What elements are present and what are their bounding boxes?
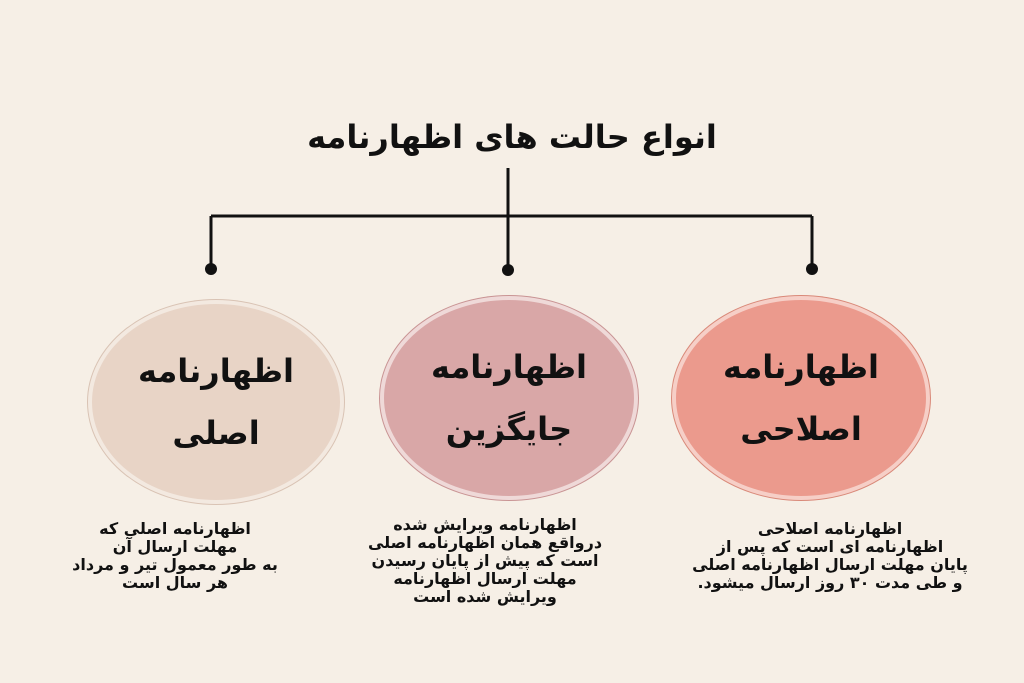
description-line: ویرایش شده است (413, 587, 557, 606)
connector-dot-right (806, 263, 818, 275)
node-circle-eslahi: اظهارنامه اصلاحی (672, 296, 930, 500)
node-circle-asli: اظهارنامه اصلی (88, 300, 344, 504)
description-line: هر سال است (122, 573, 228, 592)
node-description-eslahi: اظهارنامه اصلاحی اظهارنامه ای است که پس … (660, 520, 1000, 592)
description-line: اظهارنامه اصلاحی (757, 519, 903, 538)
node-label-asli-line1: اظهارنامه (138, 352, 294, 390)
description-line: به طور معمول تیر و مرداد (72, 555, 278, 574)
node-label-asli-line2: اصلی (172, 414, 260, 452)
description-line: مهلت ارسال آن (112, 537, 238, 556)
description-line: مهلت ارسال اظهارنامه (393, 569, 577, 588)
description-line: اظهارنامه ای است که پس از (716, 537, 944, 556)
description-line: است که پیش از پایان رسیدن (371, 551, 599, 570)
description-line: پایان مهلت ارسال اظهارنامه اصلی (692, 555, 968, 574)
node-label-jaygozin-line2: جایگزین (445, 410, 573, 448)
node-label-eslahi-line1: اظهارنامه (723, 348, 879, 386)
description-line: درواقع همان اظهارنامه اصلی (367, 533, 603, 552)
description-line: و طی مدت ۳۰ روز ارسال میشود. (697, 573, 963, 592)
connector-dot-middle (502, 264, 514, 276)
node-label-eslahi-line2: اصلاحی (740, 410, 862, 448)
node-description-jaygozin: اظهارنامه ویرایش شده درواقع همان اظهارنا… (330, 516, 640, 606)
diagram-title: انواع حالت های اظهارنامه (307, 118, 717, 156)
connector-dot-left (205, 263, 217, 275)
node-description-asli: اظهارنامه اصلی که مهلت ارسال آن به طور م… (40, 520, 310, 592)
description-line: اظهارنامه اصلی که (99, 519, 251, 538)
node-circle-jaygozin: اظهارنامه جایگزین (380, 296, 638, 500)
node-label-jaygozin-line1: اظهارنامه (431, 348, 587, 386)
description-line: اظهارنامه ویرایش شده (393, 515, 577, 534)
